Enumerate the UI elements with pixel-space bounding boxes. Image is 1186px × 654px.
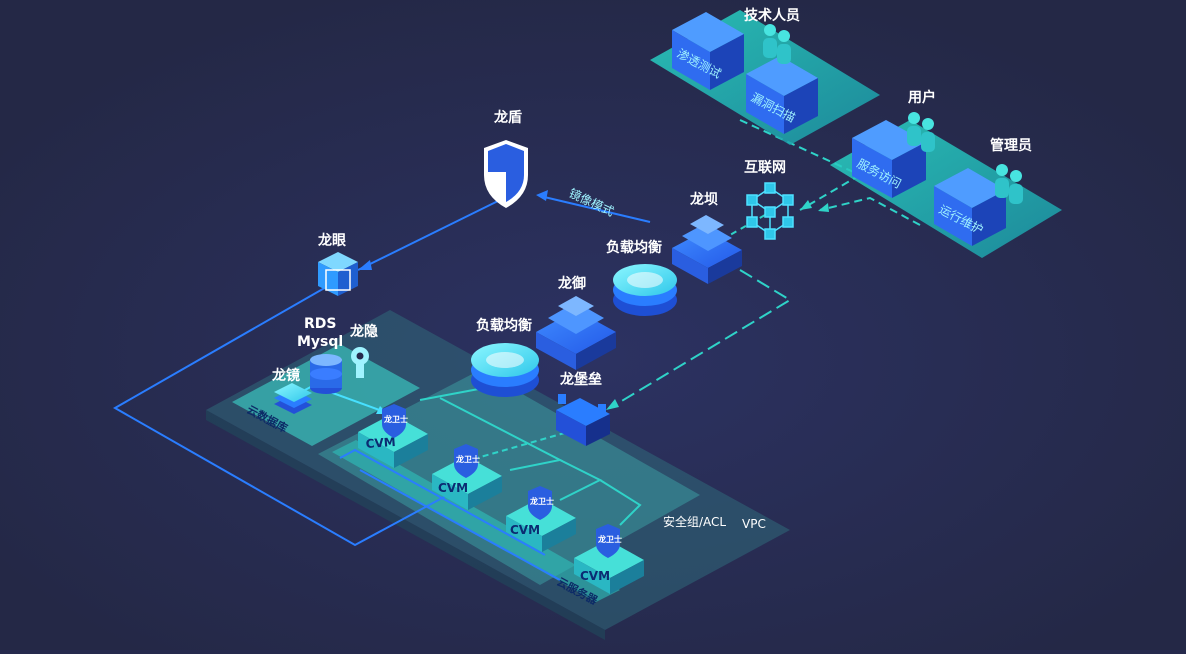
mysql-db-icon bbox=[310, 354, 342, 394]
security-group-label: 安全组/ACL bbox=[663, 514, 726, 529]
defend-icon bbox=[536, 296, 616, 370]
shield-eye-link bbox=[357, 199, 501, 271]
shield-label: 龙盾 bbox=[493, 109, 522, 126]
fortress-icon bbox=[556, 394, 610, 446]
load-balancer-right-icon bbox=[613, 264, 677, 316]
cvm-node-3: CVM 龙卫士 bbox=[506, 486, 576, 552]
vpc-label: VPC bbox=[742, 517, 766, 531]
tech-staff-group: 渗透测试 漏洞扫描 技术人员 bbox=[650, 7, 880, 145]
eye-icon bbox=[318, 252, 358, 296]
tech-staff-icon bbox=[763, 24, 791, 64]
eye-loop-link bbox=[112, 281, 471, 547]
dam-label: 龙坝 bbox=[689, 191, 718, 208]
admin-icon bbox=[995, 164, 1023, 204]
key-icon bbox=[351, 347, 369, 378]
cvm-node-2: CVM 龙卫士 bbox=[432, 444, 502, 510]
mirror-mode-link bbox=[539, 195, 651, 223]
hidden-label: 龙隐 bbox=[349, 323, 378, 340]
guard-label-3: 龙卫士 bbox=[529, 496, 554, 506]
cvm-label-3: CVM bbox=[510, 523, 540, 537]
admin-label: 管理员 bbox=[990, 137, 1032, 154]
rds-label: RDS bbox=[304, 316, 336, 332]
lb-left-label: 负载均衡 bbox=[476, 317, 532, 334]
guard-label-2: 龙卫士 bbox=[455, 454, 480, 464]
mirror-icon bbox=[274, 383, 312, 414]
tech-staff-label: 技术人员 bbox=[744, 7, 800, 24]
defend-label: 龙御 bbox=[557, 275, 586, 292]
users-admin-group: 服务访问 运行维护 用户 管理员 bbox=[830, 89, 1062, 258]
dam-icon bbox=[672, 215, 742, 284]
vuln-scan-block: 漏洞扫描 bbox=[746, 56, 818, 134]
connection-lines bbox=[112, 119, 921, 581]
cvm-label-2: CVM bbox=[438, 481, 468, 495]
lb-right-label: 负载均衡 bbox=[606, 239, 662, 256]
users-icon bbox=[907, 112, 935, 152]
users-label: 用户 bbox=[908, 89, 936, 106]
ops-maint-block: 运行维护 bbox=[934, 168, 1006, 246]
cvm-node-4: CVM 龙卫士 bbox=[574, 524, 644, 594]
eye-label: 龙眼 bbox=[317, 232, 346, 249]
cvm-label-4: CVM bbox=[580, 569, 610, 583]
shield-icon bbox=[484, 140, 528, 208]
mirror-label: 龙镜 bbox=[271, 367, 300, 384]
mysql-label: Mysql bbox=[297, 334, 343, 350]
internet-label: 互联网 bbox=[744, 160, 786, 176]
cvm-node-1: CVM 龙卫士 bbox=[358, 404, 428, 468]
pentest-block: 渗透测试 bbox=[672, 12, 744, 90]
internet-network-icon bbox=[746, 182, 794, 240]
guard-label-1: 龙卫士 bbox=[383, 414, 408, 424]
fortress-label: 龙堡垒 bbox=[559, 371, 602, 388]
load-balancer-left-icon bbox=[471, 343, 539, 397]
service-access-block: 服务访问 bbox=[852, 120, 926, 198]
cvm-label-1: CVM bbox=[365, 435, 396, 451]
guard-label-4: 龙卫士 bbox=[597, 534, 622, 544]
